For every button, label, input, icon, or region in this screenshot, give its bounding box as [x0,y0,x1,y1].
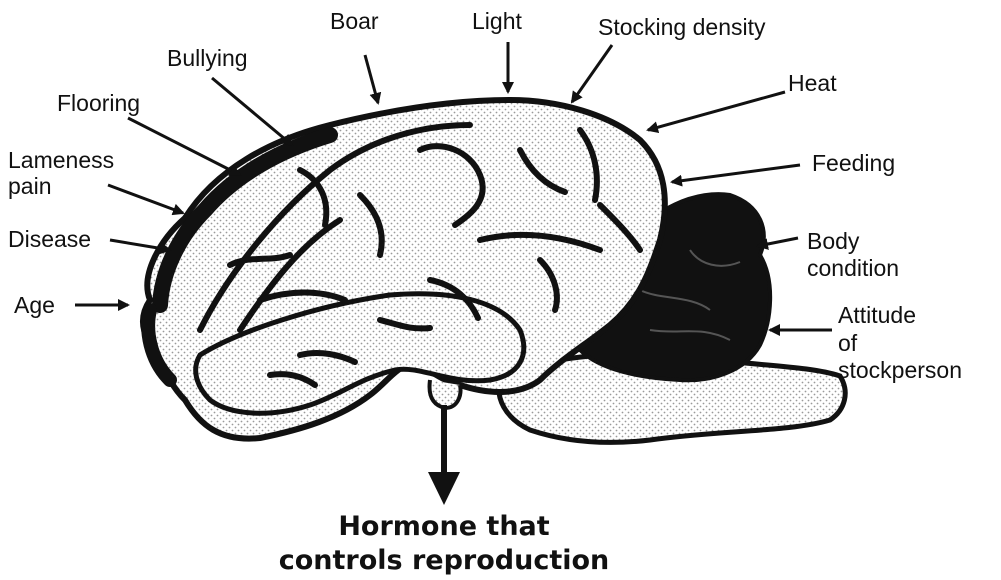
label-stockperson: stockperson [838,357,962,384]
output-arrow [428,405,460,505]
label-of: of [838,330,857,357]
output-line-2: controls reproduction [244,544,644,578]
label-stocking-density: Stocking density [598,14,765,41]
label-heat: Heat [788,70,837,97]
label-pain: pain [8,173,51,200]
label-body: Body [807,228,859,255]
label-light: Light [472,8,522,35]
label-bullying: Bullying [167,45,248,72]
label-boar: Boar [330,8,379,35]
label-disease: Disease [8,226,91,253]
label-attitude: Attitude [838,302,916,329]
output-line-1: Hormone that [244,510,644,544]
label-condition: condition [807,255,899,282]
label-lameness: Lameness [8,147,114,174]
label-age: Age [14,292,55,319]
label-flooring: Flooring [57,90,140,117]
label-feeding: Feeding [812,150,895,177]
